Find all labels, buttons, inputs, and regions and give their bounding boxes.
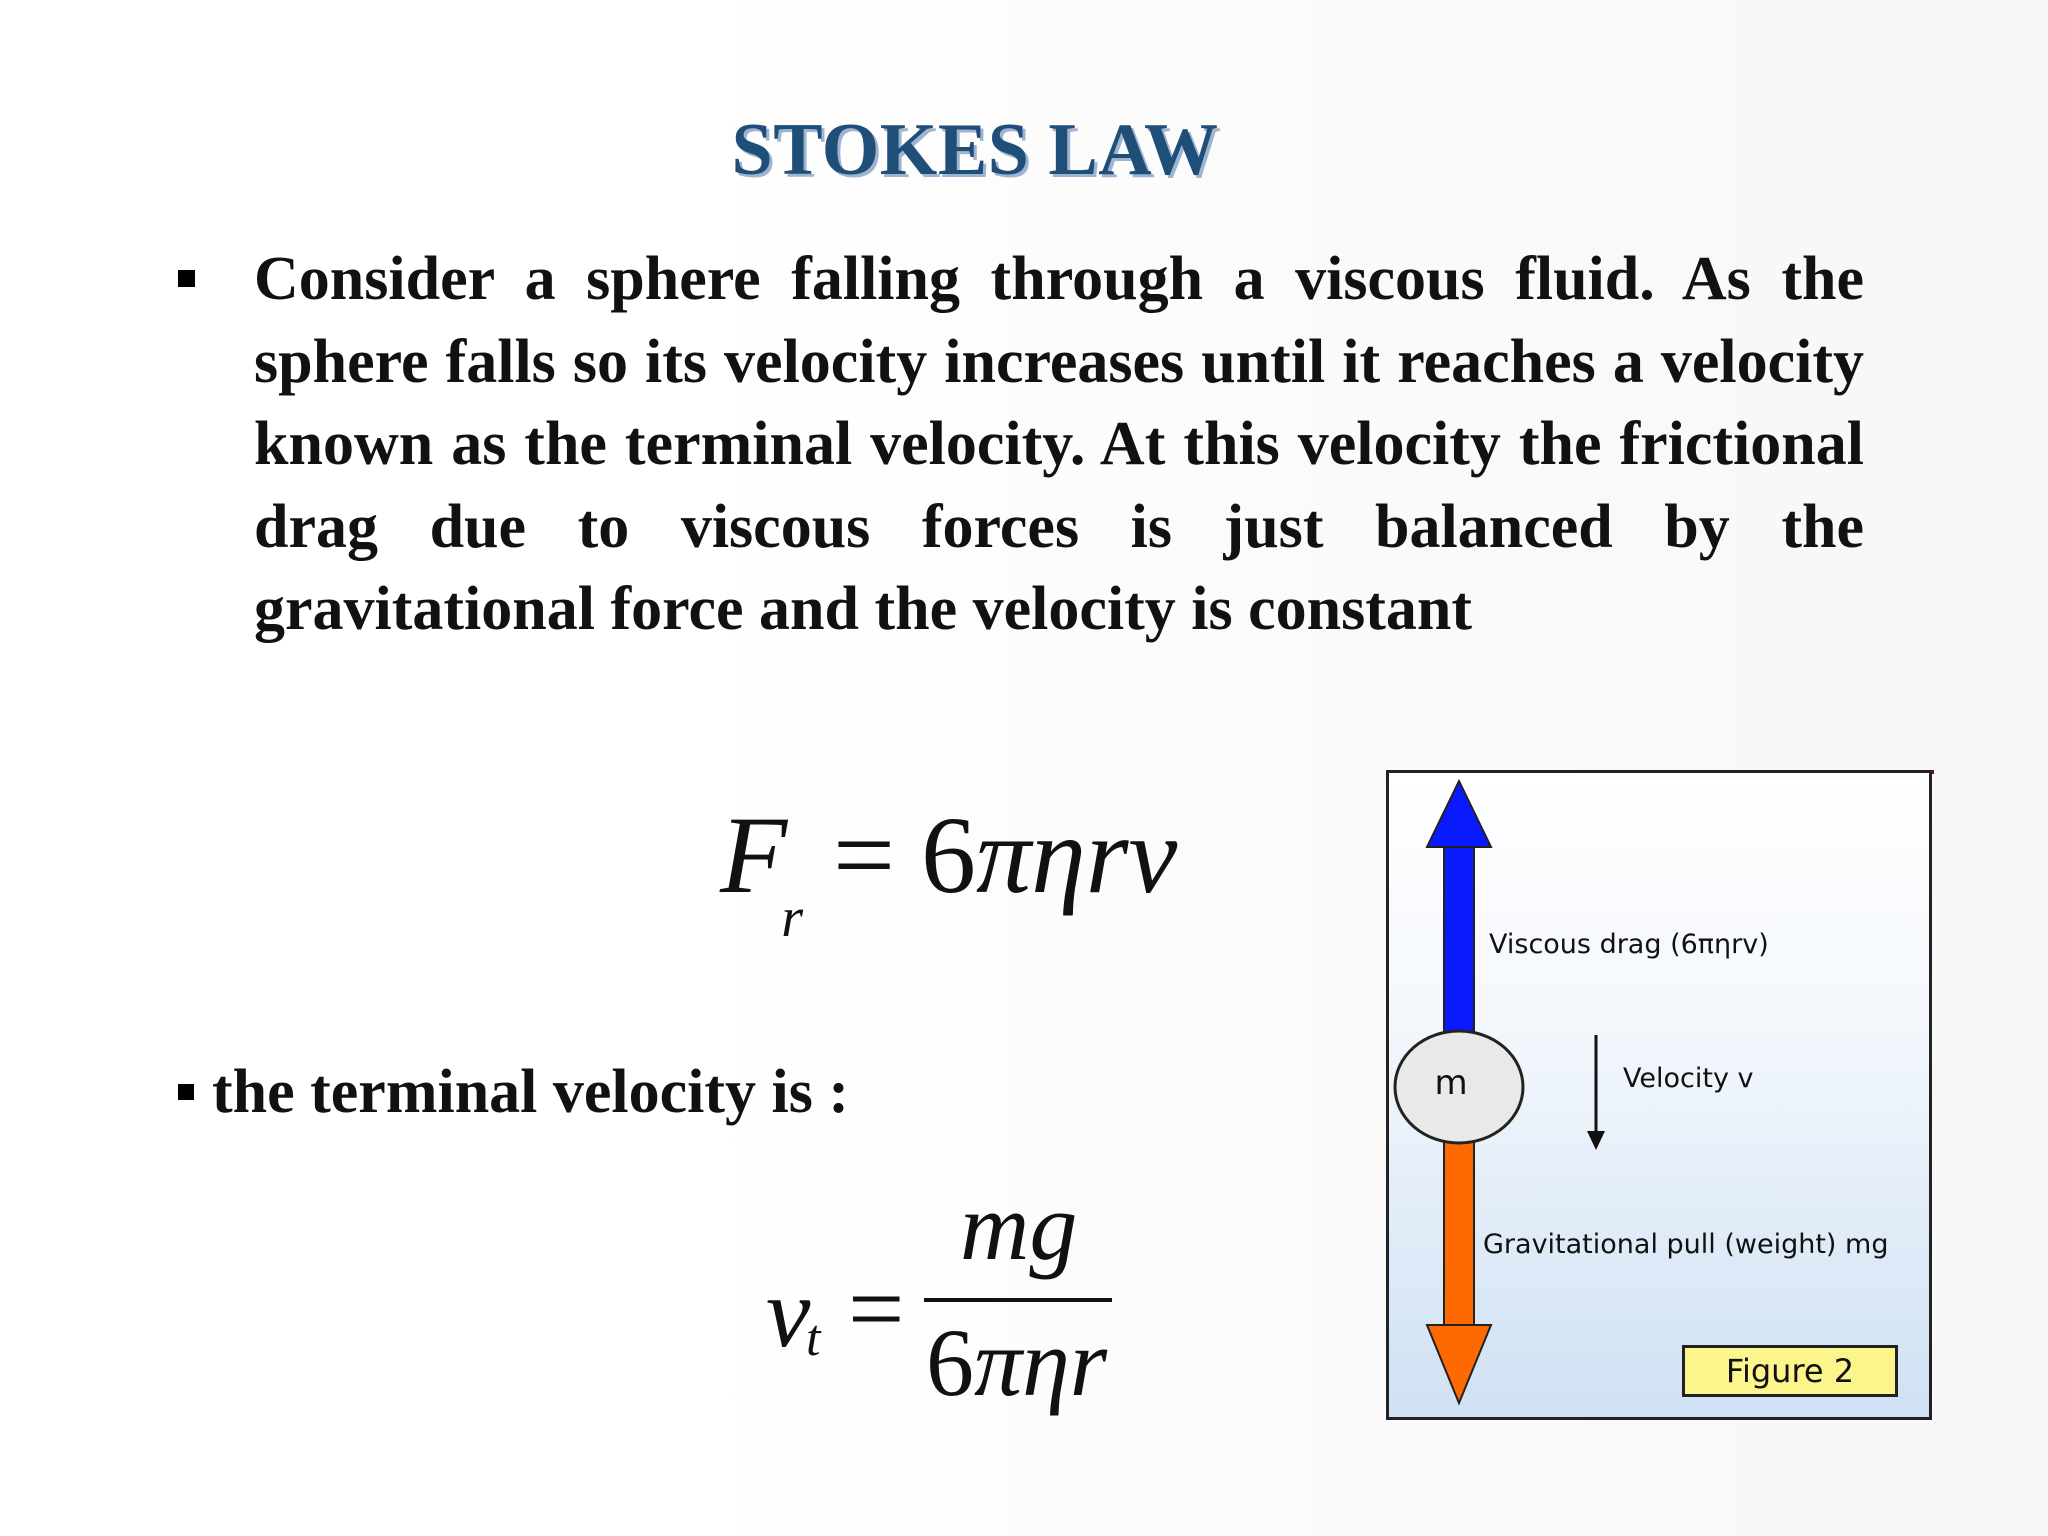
drag-arrow bbox=[1425, 778, 1493, 1046]
eq2-lhs: v bbox=[766, 1257, 811, 1368]
viscous-drag-label: Viscous drag (6πηrv) bbox=[1489, 929, 1769, 960]
mass-sphere bbox=[1393, 1029, 1525, 1145]
velocity-arrow bbox=[1587, 1035, 1605, 1150]
eq2-denominator: 6πηr bbox=[926, 1307, 1107, 1418]
figure-2-diagram: Viscous drag (6πηrv) m Velocity v Gravit… bbox=[1386, 770, 1932, 1420]
eq2-denominator-symbols: πηr bbox=[974, 1309, 1108, 1416]
paragraph-text: Consider a sphere falling through a visc… bbox=[254, 245, 1864, 643]
force-diagram bbox=[1393, 778, 1605, 1406]
bullet-terminal-velocity: the terminal velocity is : bbox=[178, 1057, 849, 1128]
eq2-denominator-number: 6 bbox=[926, 1309, 974, 1416]
bullet2-text: the terminal velocity is : bbox=[212, 1058, 850, 1126]
mass-label: m bbox=[1434, 1063, 1468, 1103]
equation-terminal-velocity: v t = mg 6πηr bbox=[766, 1173, 1126, 1425]
eq1-rhs-number: 6 bbox=[921, 794, 977, 916]
gravitational-pull-label: Gravitational pull (weight) mg bbox=[1483, 1229, 1889, 1260]
figure-caption: Figure 2 bbox=[1682, 1345, 1898, 1397]
gravity-arrow bbox=[1425, 1130, 1493, 1406]
eq1-lhs: F bbox=[720, 794, 788, 916]
eq1-lhs-subscript: r bbox=[781, 887, 803, 949]
equation-drag-force: Fr =6πηrv bbox=[720, 792, 1178, 949]
velocity-label: Velocity v bbox=[1623, 1063, 1754, 1094]
eq2-numerator: mg bbox=[960, 1173, 1078, 1280]
eq1-equals: = bbox=[833, 794, 896, 916]
eq2-lhs-subscript: t bbox=[806, 1310, 821, 1367]
bullet-marker-2 bbox=[178, 1083, 194, 1100]
eq1-rhs-symbols: πηrv bbox=[976, 794, 1178, 916]
bullet-marker bbox=[178, 270, 195, 287]
eq2-equals: = bbox=[848, 1253, 905, 1364]
fraction-bar bbox=[924, 1298, 1112, 1302]
slide-title: STOKES LAW bbox=[731, 109, 1219, 191]
